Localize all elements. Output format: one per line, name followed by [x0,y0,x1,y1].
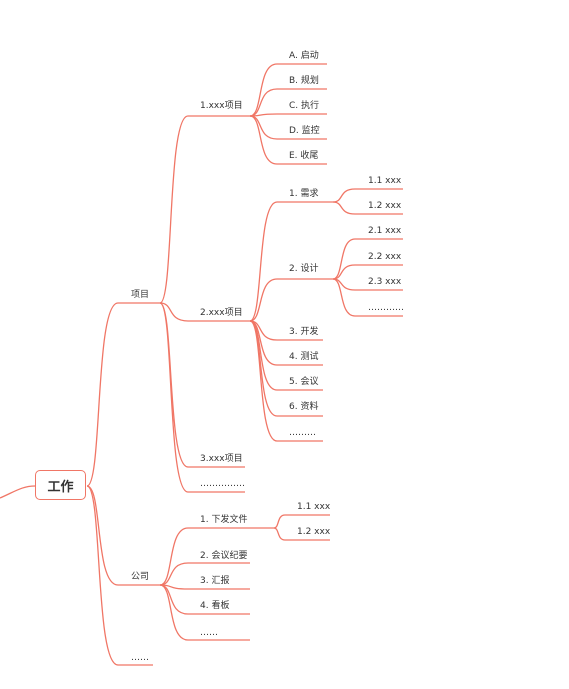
company-more[interactable]: …… [200,628,218,638]
link-p1-item-0 [249,63,327,117]
link-p1-item-4 [249,115,327,165]
project-1-item-d[interactable]: D. 监控 [289,126,320,136]
project-2-dev[interactable]: 3. 开发 [289,327,319,337]
branch-project[interactable]: 项目 [131,290,150,300]
link-company [86,485,160,586]
project-1-item-e[interactable]: E. 收尾 [289,151,319,161]
project-2-requirements[interactable]: 1. 需求 [289,189,319,199]
link-p2 [159,302,250,322]
company-minutes[interactable]: 2. 会议纪要 [200,551,248,561]
design-item-3[interactable]: 2.3 xxx [368,277,402,287]
link-p1-item-1 [249,88,327,117]
project-2-docs[interactable]: 6. 资料 [289,402,319,412]
project-1-item-b[interactable]: B. 规划 [289,76,319,86]
link-p2-child-4 [249,320,323,442]
link-design-1 [332,264,403,280]
link-company-child-3 [159,584,250,641]
design-item-2[interactable]: 2.2 xxx [368,252,402,262]
company-docs-item-2[interactable]: 1.2 xxx [297,527,331,537]
link-company-docs [159,527,274,586]
link-design-3 [332,278,403,317]
link-p1 [159,115,250,304]
link-more [86,485,153,666]
company-docs-item-1[interactable]: 1.1 xxx [297,502,331,512]
project-2-test[interactable]: 4. 测试 [289,352,319,362]
project-1-item-a[interactable]: A. 启动 [289,51,319,61]
link-company-child-2 [159,584,250,615]
design-item-1[interactable]: 2.1 xxx [368,226,402,236]
root-lead-line [0,485,36,499]
requirements-item-2[interactable]: 1.2 xxx [368,201,402,211]
branch-more[interactable]: …… [131,653,149,663]
project-2-node[interactable]: 2.xxx项目 [200,308,243,318]
link-req-1 [332,188,403,203]
company-docs[interactable]: 1. 下发文件 [200,515,248,525]
project-1-item-c[interactable]: C. 执行 [289,101,320,111]
requirements-item-1[interactable]: 1.1 xxx [368,176,402,186]
design-item-more[interactable]: ………… [368,303,404,313]
link-req-2 [332,201,403,215]
link-p2-requirements [249,201,333,322]
link-p1-item-2 [249,113,327,117]
link-design-0 [332,238,403,280]
link-project-more [159,302,245,493]
project-2-design[interactable]: 2. 设计 [289,264,319,274]
project-2-more[interactable]: ……… [289,428,316,438]
link-p2-design [249,278,333,322]
company-report[interactable]: 3. 汇报 [200,576,230,586]
company-board[interactable]: 4. 看板 [200,601,230,611]
project-2-meeting[interactable]: 5. 会议 [289,377,319,387]
project-more[interactable]: …………… [200,479,245,489]
link-project [86,302,160,487]
link-docs-2 [273,527,330,541]
branch-company[interactable]: 公司 [131,572,150,582]
link-p3 [159,302,245,468]
link-docs-1 [273,514,330,529]
root-node[interactable]: 工作 [35,470,86,500]
project-3-node[interactable]: 3.xxx项目 [200,454,243,464]
project-1-node[interactable]: 1.xxx项目 [200,101,243,111]
link-company-child-0 [159,562,250,586]
